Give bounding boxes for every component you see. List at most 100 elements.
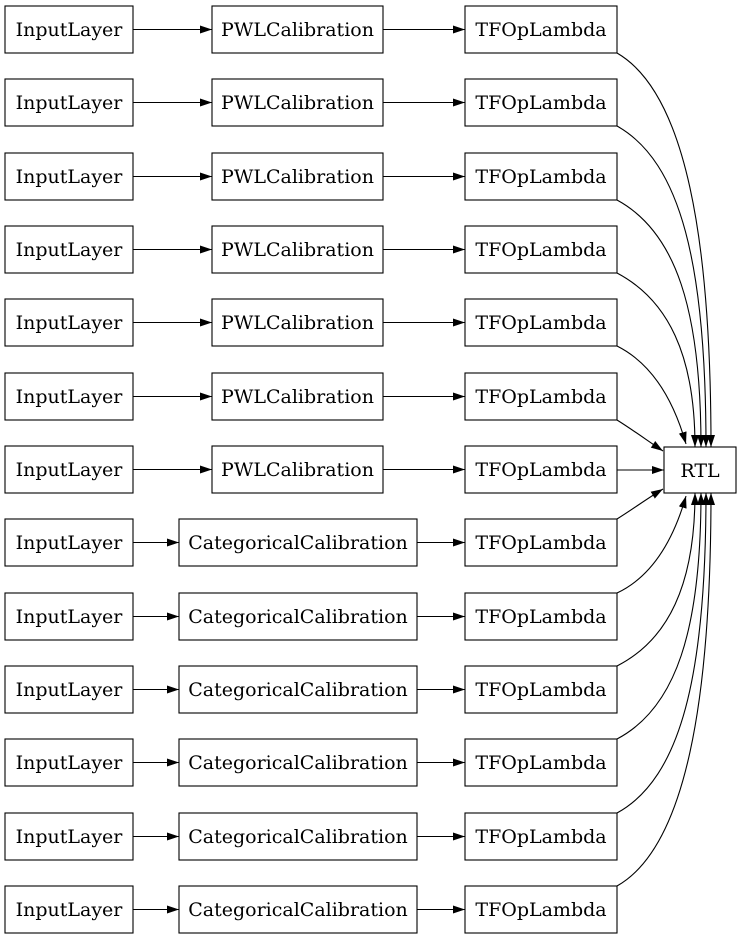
input-layer-node	[4, 665, 134, 714]
calibration-label: CategoricalCalibration	[188, 826, 408, 848]
edge-op-to-rtl	[616, 345, 687, 445]
calibration-label: PWLCalibration	[221, 386, 374, 408]
input-layer-node	[4, 445, 134, 494]
edge-op-to-rtl	[616, 492, 715, 887]
edge-op-to-rtl	[616, 495, 687, 594]
diagram-row: InputLayer CategoricalCalibration TFOpLa…	[4, 492, 715, 934]
input-layer-label: InputLayer	[16, 459, 124, 481]
diagram-row: InputLayer PWLCalibration TFOpLambda	[4, 225, 699, 448]
calibration-node	[211, 78, 384, 127]
calibration-node	[178, 518, 418, 567]
calibration-node	[211, 5, 384, 54]
calibration-node	[178, 738, 418, 787]
input-layer-label: InputLayer	[16, 826, 124, 848]
calibration-node	[178, 885, 418, 934]
calibration-node	[211, 225, 384, 274]
tfop-lambda-node	[464, 518, 618, 567]
calibration-node	[178, 812, 418, 861]
calibration-label: CategoricalCalibration	[188, 899, 408, 921]
input-layer-node	[4, 518, 134, 567]
tfop-lambda-label: TFOpLambda	[475, 679, 606, 701]
calibration-node	[178, 592, 418, 641]
diagram-row: InputLayer PWLCalibration TFOpLambda	[4, 445, 664, 494]
input-layer-label: InputLayer	[16, 19, 124, 41]
edge-op-to-rtl	[616, 272, 699, 448]
edge-op-to-rtl	[616, 52, 715, 448]
rtl-node	[663, 446, 737, 494]
input-layer-label: InputLayer	[16, 166, 124, 188]
tfop-lambda-node	[464, 298, 618, 347]
output-node-group: RTL	[663, 446, 737, 494]
input-layer-label: InputLayer	[16, 679, 124, 701]
tfop-lambda-label: TFOpLambda	[475, 606, 606, 628]
tfop-lambda-node	[464, 738, 618, 787]
input-layer-label: InputLayer	[16, 92, 124, 114]
calibration-label: CategoricalCalibration	[188, 679, 408, 701]
tfop-lambda-label: TFOpLambda	[475, 92, 606, 114]
tfop-lambda-node	[464, 225, 618, 274]
diagram-row: InputLayer CategoricalCalibration TFOpLa…	[4, 488, 664, 567]
diagram-row: InputLayer CategoricalCalibration TFOpLa…	[4, 492, 699, 714]
edge-op-to-rtl	[616, 419, 664, 452]
input-layer-label: InputLayer	[16, 899, 124, 921]
tfop-lambda-label: TFOpLambda	[475, 899, 606, 921]
calibration-node	[211, 152, 384, 201]
tfop-lambda-node	[464, 152, 618, 201]
diagram-row: InputLayer PWLCalibration TFOpLambda	[4, 5, 715, 448]
calibration-label: PWLCalibration	[221, 92, 374, 114]
input-layer-label: InputLayer	[16, 532, 124, 554]
tfop-lambda-label: TFOpLambda	[475, 19, 606, 41]
edge-op-to-rtl	[616, 199, 705, 448]
diagram-row: InputLayer PWLCalibration TFOpLambda	[4, 372, 664, 452]
tfop-lambda-node	[464, 445, 618, 494]
diagram-row: InputLayer PWLCalibration TFOpLambda	[4, 78, 710, 448]
tfop-lambda-label: TFOpLambda	[475, 459, 606, 481]
input-layer-node	[4, 5, 134, 54]
tfop-lambda-node	[464, 5, 618, 54]
tfop-lambda-label: TFOpLambda	[475, 752, 606, 774]
edge-op-to-rtl	[616, 488, 664, 520]
edge-op-to-rtl	[616, 492, 699, 667]
input-layer-label: InputLayer	[16, 239, 124, 261]
edge-op-to-rtl	[616, 125, 710, 448]
tfop-lambda-label: TFOpLambda	[475, 386, 606, 408]
rtl-label: RTL	[680, 460, 720, 482]
calibration-node	[211, 298, 384, 347]
input-layer-node	[4, 152, 134, 201]
tfop-lambda-label: TFOpLambda	[475, 239, 606, 261]
tfop-lambda-node	[464, 78, 618, 127]
tfop-lambda-node	[464, 885, 618, 934]
calibration-label: CategoricalCalibration	[188, 532, 408, 554]
calibration-label: PWLCalibration	[221, 239, 374, 261]
calibration-label: CategoricalCalibration	[188, 606, 408, 628]
tfop-lambda-node	[464, 665, 618, 714]
diagram-row: InputLayer CategoricalCalibration TFOpLa…	[4, 492, 710, 861]
calibration-label: PWLCalibration	[221, 459, 374, 481]
input-layer-label: InputLayer	[16, 386, 124, 408]
diagram-row: InputLayer CategoricalCalibration TFOpLa…	[4, 495, 687, 641]
input-layer-node	[4, 885, 134, 934]
input-layer-node	[4, 225, 134, 274]
calibration-node	[178, 665, 418, 714]
tfop-lambda-label: TFOpLambda	[475, 166, 606, 188]
input-layer-node	[4, 738, 134, 787]
calibration-node	[211, 445, 384, 494]
input-layer-label: InputLayer	[16, 606, 124, 628]
calibration-label: CategoricalCalibration	[188, 752, 408, 774]
diagram-row: InputLayer PWLCalibration TFOpLambda	[4, 298, 687, 445]
tfop-lambda-node	[464, 812, 618, 861]
tfop-lambda-label: TFOpLambda	[475, 826, 606, 848]
diagram-row: InputLayer CategoricalCalibration TFOpLa…	[4, 492, 705, 787]
calibration-label: PWLCalibration	[221, 312, 374, 334]
edge-op-to-rtl	[616, 492, 705, 740]
tfop-lambda-label: TFOpLambda	[475, 312, 606, 334]
tfop-lambda-node	[464, 592, 618, 641]
calibration-label: PWLCalibration	[221, 166, 374, 188]
edge-op-to-rtl	[616, 492, 710, 814]
input-layer-node	[4, 372, 134, 421]
tfop-lambda-label: TFOpLambda	[475, 532, 606, 554]
diagram-row: InputLayer PWLCalibration TFOpLambda	[4, 152, 705, 448]
calibration-label: PWLCalibration	[221, 19, 374, 41]
